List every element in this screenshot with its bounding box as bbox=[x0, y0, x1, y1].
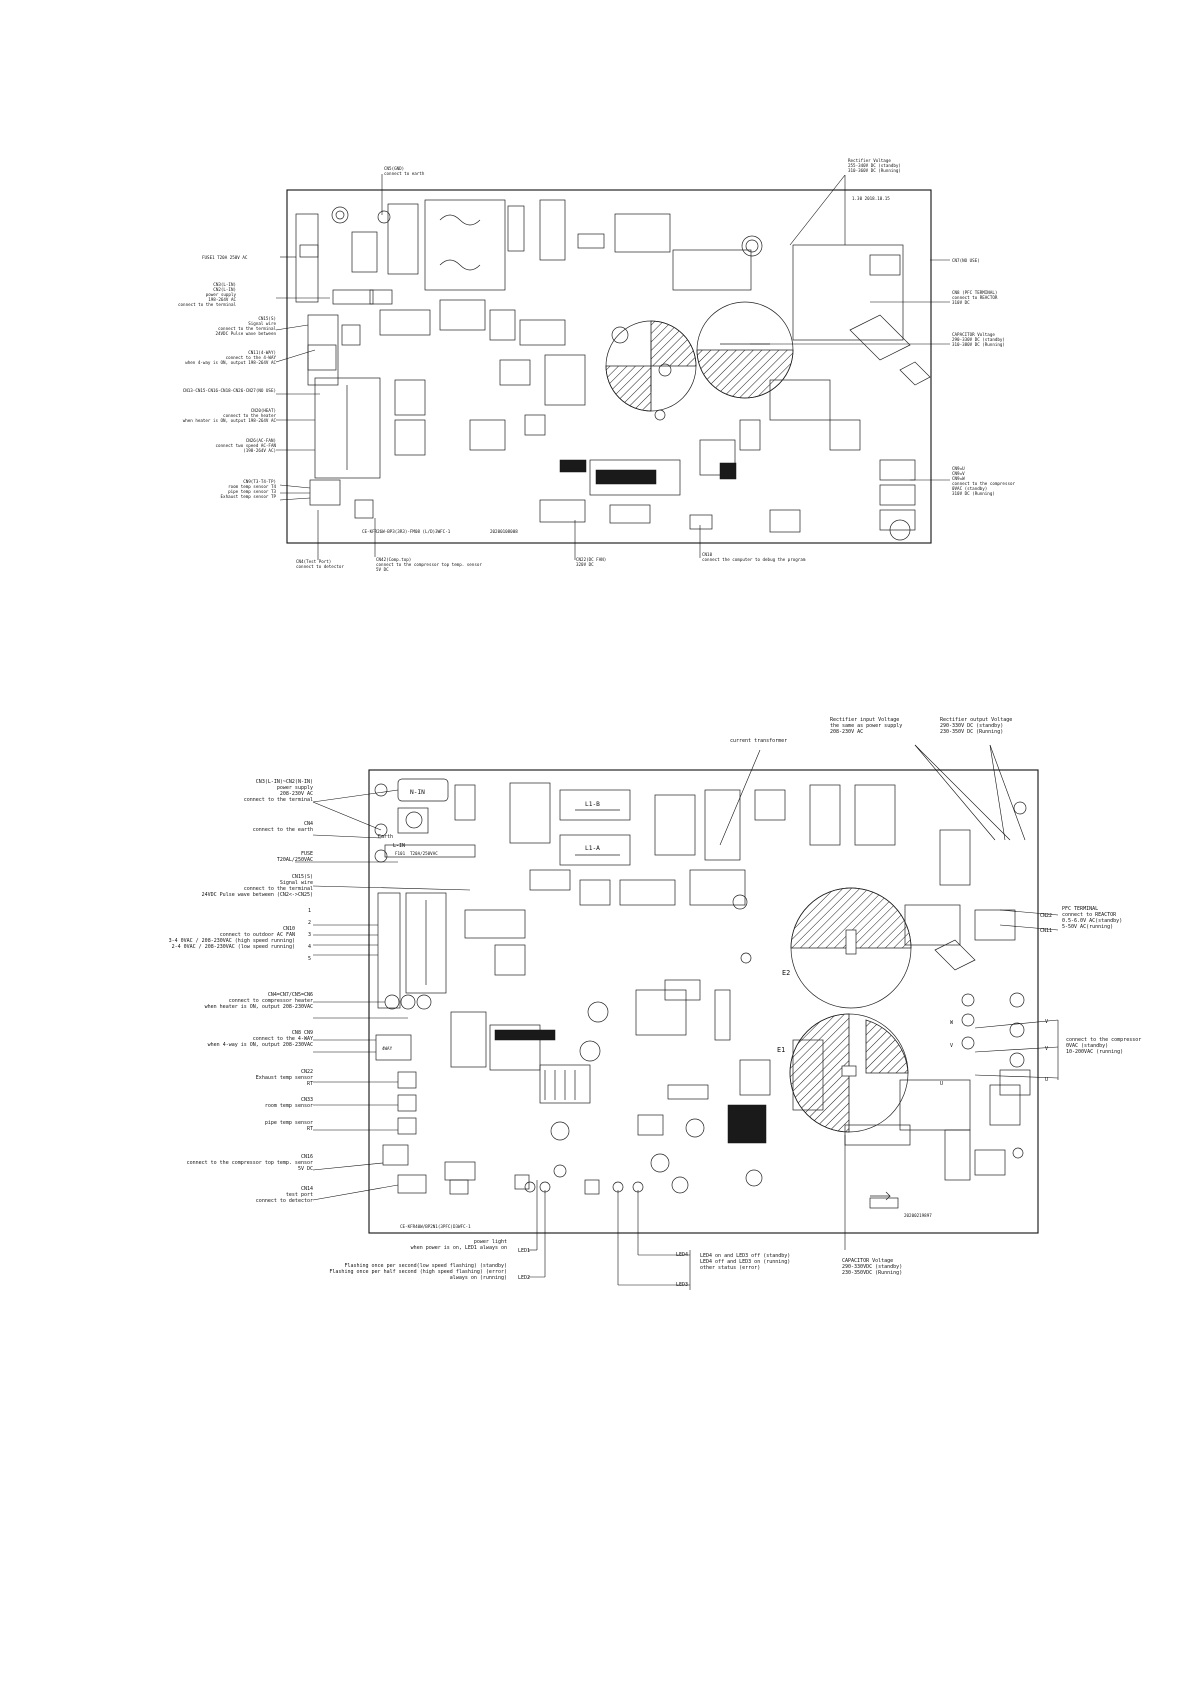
lower-label-current-transformer: current transformer bbox=[730, 738, 787, 744]
lower-label-cn22: CN22 bbox=[1040, 913, 1052, 919]
cn10-pin-2: 2 bbox=[308, 920, 311, 926]
cn10-pin-3: 3 bbox=[308, 932, 311, 938]
silk-f101: F101 bbox=[395, 851, 406, 856]
upper-board-leader-lines bbox=[275, 174, 950, 560]
cn10-pin-numbers: 1 2 3 4 5 bbox=[308, 908, 311, 962]
lower-board-outline bbox=[368, 769, 1039, 1234]
lower-pcb-board bbox=[295, 744, 1059, 1290]
lower-label-uvw-v1: V bbox=[1045, 1019, 1048, 1025]
lower-label-led3: LED3 bbox=[676, 1282, 688, 1288]
upper-label-cn-gnd: CN5(GND)connect to earth bbox=[384, 166, 425, 176]
upper-board-date: 20200108008 bbox=[490, 529, 518, 534]
upper-label-test-port: CN4(Test Port)connect to detector bbox=[296, 559, 344, 569]
silk-e2: E2 bbox=[782, 969, 790, 977]
upper-board-labels: CN5(GND)connect to earth FUSE1 T20A 250V… bbox=[178, 158, 1016, 572]
silk-e1: E1 bbox=[777, 1046, 785, 1054]
lower-board-center-components bbox=[449, 894, 1031, 1209]
lower-label-led-flash: Flashing once per second(low speed flash… bbox=[329, 1263, 507, 1281]
cn10-pin-4: 4 bbox=[308, 944, 311, 950]
silk-w: W bbox=[950, 1020, 954, 1026]
silk-l1-b: L1-B bbox=[585, 801, 600, 808]
lower-label-uvw-u: U bbox=[1045, 1077, 1048, 1083]
silk-earth: Earth bbox=[378, 834, 393, 840]
lower-board-left-connectors bbox=[375, 892, 541, 1194]
lower-board-bulk-capacitors bbox=[789, 887, 912, 1133]
lower-board-date: 20200219897 bbox=[904, 1213, 932, 1218]
silk-u: U bbox=[940, 1081, 943, 1087]
lower-label-led-status: LED4 on and LED3 off (standby)LED4 off a… bbox=[700, 1253, 790, 1271]
silk-4way: 4WAY bbox=[382, 1046, 393, 1051]
cn10-pin-5: 5 bbox=[308, 956, 311, 962]
upper-board-components bbox=[295, 199, 916, 541]
upper-label-comp-top: CN42(Comp.top)connect to the compressor … bbox=[376, 557, 482, 572]
lower-board-silkscreen: N-IN L-IN Earth F101 T20A/250VAC L1-B L1… bbox=[378, 789, 954, 1229]
lower-board-input-section bbox=[374, 778, 1027, 906]
upper-label-acfan: CN26(AC-FAN)connect two speed AC-FAN(198… bbox=[215, 438, 276, 453]
lower-board-leader-lines bbox=[295, 744, 1059, 1290]
upper-label-misc: CN13-CN15-CN16-CN18-CN26-CN27(NO USE) bbox=[183, 388, 276, 393]
lower-label-cn11: CN11 bbox=[1040, 928, 1052, 934]
silk-l1-a: L1-A bbox=[585, 845, 600, 852]
silk-n-in: N-IN bbox=[410, 789, 425, 796]
lower-label-led4: LED4 bbox=[676, 1252, 688, 1258]
silk-fuse-rating: T20A/250VAC bbox=[410, 851, 438, 856]
upper-label-fuse: FUSE1 T20A 250V AC bbox=[202, 255, 248, 260]
lower-label-led2: LED2 bbox=[518, 1275, 530, 1281]
lower-label-uvw-v2: V bbox=[1045, 1046, 1048, 1052]
upper-label-no-use: CN7(NO USE) bbox=[952, 258, 980, 263]
upper-board-bulk-capacitors bbox=[605, 301, 794, 412]
lower-board-part-number: CE-KFR40W/BP2N1(3PFC)D3WFC-1 bbox=[400, 1224, 471, 1229]
cn10-pin-1: 1 bbox=[308, 908, 311, 914]
lower-label-led1: LED1 bbox=[518, 1248, 530, 1254]
upper-label-version: 1.30 2018.10.15 bbox=[852, 196, 890, 201]
upper-label-dc-fan: CN22(DC FAN)320V DC bbox=[576, 557, 606, 567]
upper-board-part-number: CE-KFR26W-BP3(3R3)-FM08 (L/D)3WFC-1 bbox=[362, 529, 451, 534]
upper-pcb-board bbox=[275, 174, 950, 560]
silk-v: V bbox=[950, 1043, 953, 1049]
silk-l-in: L-IN bbox=[393, 843, 405, 849]
